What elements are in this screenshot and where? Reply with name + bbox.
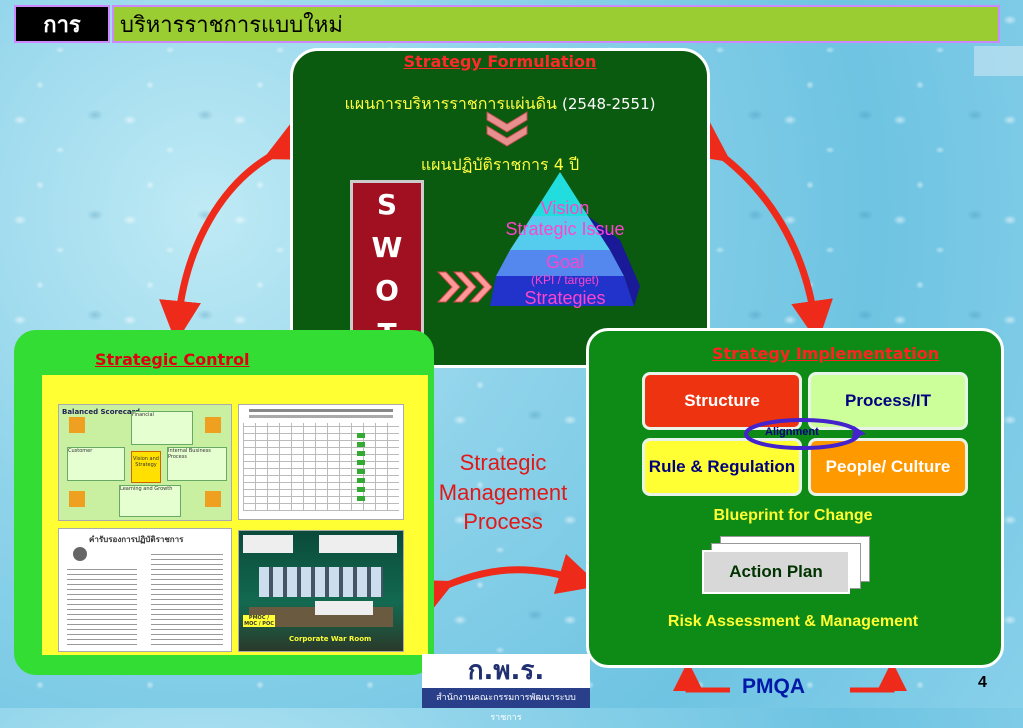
doc-seal-icon	[73, 547, 87, 561]
pyramid-kpi: (KPI / target)	[530, 273, 600, 287]
pyramid-issue: Strategic Issue	[505, 218, 625, 239]
bsc-learning-card: Learning and Growth	[119, 485, 181, 517]
swot-w: W	[371, 231, 403, 264]
pmqa-left-arrow	[673, 661, 730, 693]
action-plan-box: Action Plan	[702, 550, 850, 594]
page-number: 4	[978, 674, 987, 691]
doc-text-left	[67, 569, 137, 645]
bsc-learning: Learning and Growth	[120, 486, 173, 492]
arrow-formulation-control	[159, 121, 311, 343]
corner-panel	[974, 46, 1023, 76]
pyramid-goal: Goal	[545, 252, 585, 272]
war-room-thumbnail: PMOC / MOC / POC Corporate War Room	[238, 530, 404, 652]
bsc-customer-card: Customer	[67, 447, 125, 481]
arrow-formulation-implementation	[684, 120, 833, 343]
bsc-financial-card: Financial	[131, 411, 193, 445]
smp-line-2: Management	[438, 479, 568, 505]
report-table-thumbnail	[238, 404, 404, 520]
logo-text: ก.พ.ร.	[467, 656, 545, 686]
table-grid	[243, 423, 399, 511]
cycle-arrows	[159, 120, 907, 693]
warroom-note-1	[243, 535, 293, 553]
chevron-right-icon	[436, 271, 492, 303]
warroom-screens	[259, 567, 383, 597]
people-culture-box: People/ Culture	[808, 438, 968, 496]
pyramid-strategies: Strategies	[524, 288, 606, 308]
pmqa-right-arrow	[850, 661, 907, 693]
bsc-arrow-tr	[205, 417, 221, 433]
plan-national: แผนการบริหารราชการแผ่นดิน (2548-2551)	[290, 92, 710, 117]
process-it-box: Process/IT	[808, 372, 968, 430]
pmqa-label: PMQA	[742, 675, 805, 698]
strategic-management-process-label: Strategic Management Process	[422, 448, 584, 537]
warroom-note-3	[315, 601, 373, 615]
plan-4-year: แผนปฏิบัติราชการ 4 ปี	[420, 155, 580, 174]
arrow-control-implementation	[408, 553, 601, 618]
alignment-ring	[744, 418, 866, 450]
page-title: บริหารราชการแบบใหม่	[112, 5, 1000, 43]
agreement-document-thumbnail: คำรับรองการปฏิบัติราชการ	[58, 528, 232, 652]
formulation-title: Strategy Formulation	[403, 52, 597, 71]
plan-national-text: แผนการบริหารราชการแผ่นดิน	[344, 94, 557, 113]
bsc-center-text: Vision and Strategy	[133, 456, 159, 468]
bsc-process: Internal Business Process	[168, 448, 211, 460]
bsc-process-card: Internal Business Process	[167, 447, 227, 481]
balanced-scorecard-thumbnail: Balanced Scorecard Vision and Strategy F…	[58, 404, 232, 521]
plan-national-years: (2548-2551)	[562, 95, 656, 113]
bsc-financial: Financial	[132, 412, 154, 418]
warroom-tag: PMOC / MOC / POC	[243, 615, 275, 627]
warroom-caption: Corporate War Room	[289, 635, 372, 643]
bsc-arrow-tl	[69, 417, 85, 433]
bsc-customer: Customer	[68, 448, 93, 454]
table-heading-line	[249, 409, 393, 412]
swot-s: S	[376, 188, 398, 221]
risk-label: Risk Assessment & Management	[667, 613, 919, 630]
chevron-down-icon	[486, 111, 528, 147]
pyramid-vision: Vision	[540, 198, 590, 218]
bsc-center: Vision and Strategy	[131, 451, 161, 483]
strategy-pyramid	[490, 172, 640, 306]
control-title: Strategic Control	[95, 350, 250, 369]
pyramid-labels: Vision Strategic Issue	[480, 198, 650, 239]
bsc-arrow-br	[205, 491, 221, 507]
alignment-label: Alignment	[765, 426, 819, 438]
bsc-arrow-bl	[69, 491, 85, 507]
warroom-note-2	[319, 535, 397, 553]
smp-line-3: Process	[463, 509, 543, 535]
smp-line-1: Strategic	[459, 450, 547, 475]
implementation-title: Strategy Implementation	[712, 344, 940, 363]
table-status-col	[357, 431, 365, 501]
bsc-title: Balanced Scorecard	[62, 408, 141, 416]
doc-title: คำรับรองการปฏิบัติราชการ	[89, 535, 184, 544]
table-heading-line-2	[249, 415, 393, 418]
doc-text-right	[151, 551, 223, 645]
swot-o: O	[375, 274, 399, 307]
header-label: การ	[14, 5, 110, 43]
logo-subtitle: สำนักงานคณะกรรมการพัฒนาระบบราชการ	[422, 688, 590, 723]
blueprint-label: Blueprint for Change	[713, 507, 873, 524]
